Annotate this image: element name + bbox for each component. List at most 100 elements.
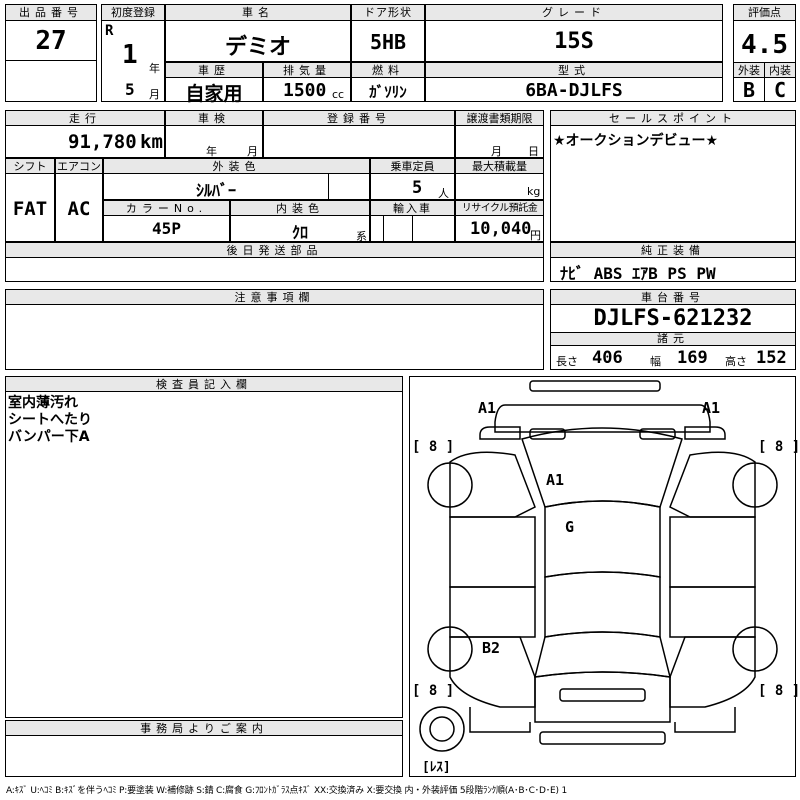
grade-label: グレード [425,4,723,21]
sales-point-value: ★オークションデビュー★ [553,133,719,149]
office-label: 事務局よりご案内 [5,720,403,736]
chassis-value: DJLFS-621232 [593,306,753,331]
car-diagram: A1 A1 A1 G B2 [ 8 ] [ 8 ] [ 8 ] [ 8 ] [ﾚ… [409,376,800,777]
inspection-month-unit: 月 [247,145,258,158]
damage-mark: A1 [702,399,721,417]
inspection-year-unit: 年 [206,145,217,158]
displacement-label: 排気量 [263,62,351,78]
fuel-cell [351,77,425,102]
displacement-value: 1500 [283,80,327,101]
capacity-label: 乗車定員 [370,158,455,174]
spare-tire: [ﾚｽ] [422,760,451,775]
score-int-cell [764,77,796,102]
history-cell [165,77,263,102]
color-no-label: カラーNo. [103,200,230,216]
capacity-cell [370,173,455,200]
displacement-unit: cc [332,88,345,101]
transfer-day-unit: 日 [528,145,539,158]
dimensions-height-label: 高さ [725,355,747,368]
first-reg-era: R [105,23,114,39]
sales-point-cell [550,125,796,242]
interior-color-value: ｸﾛ [291,223,308,242]
dimensions-length: 406 [592,348,623,368]
first-reg-label: 初度登録 [101,4,165,21]
lot-divider [5,60,97,61]
max-load-label: 最大積載量 [455,158,544,174]
dimensions-label: 諸元 [550,332,796,346]
notes-cell [5,304,544,370]
notes-label: 注意事項欄 [5,289,544,305]
equipment-value: ﾅﾋﾞ ABS ｴｱB PS PW [560,264,716,283]
interior-color-unit: 系 [356,230,367,243]
office-cell [5,735,403,777]
sales-point-label: セールスポイント [550,110,796,126]
inspector-line: 室内薄汚れ [8,395,78,411]
fuel-label: 燃料 [351,62,425,78]
door-value: 5HB [369,30,407,54]
chassis-label: 車台番号 [550,289,796,305]
equipment-cell [550,257,796,282]
import-cell-a [370,215,384,242]
shift-cell [5,173,55,242]
inspector-cell [5,391,403,718]
import-label: 輸入車 [370,200,455,216]
recycle-value: 10,040 [470,219,532,239]
score-int-label: 内装 [764,62,796,78]
model-cell [425,77,723,102]
equipment-label: 純正装備 [550,242,796,258]
interior-color-label: 内装色 [230,200,370,216]
dimensions-height: 152 [756,348,787,368]
car-name-value: デミオ [224,35,291,60]
model-value: 6BA-DJLFS [525,80,623,101]
color-no-cell [103,215,230,242]
score-ext-label: 外装 [733,62,765,78]
recycle-label: リサイクル預託金 [455,200,544,216]
mileage-value: 91,780 [68,131,137,153]
score-int-value: C [773,78,787,102]
transfer-label: 譲渡書類期限 [455,110,544,126]
transfer-cell [455,125,544,158]
transfer-month-unit: 月 [491,145,502,158]
capacity-unit: 人 [438,187,449,200]
dimensions-length-label: 長さ [556,355,578,368]
interior-color-cell [230,215,370,242]
model-label: 型式 [425,62,723,78]
dimensions-width: 169 [677,348,708,368]
legend: A:ｷｽﾞ U:ﾍｺﾐ B:ｷｽﾞを伴うﾍｺﾐ P:要塗装 W:補修跡 S:錆 … [6,786,567,796]
grade-value: 15S [554,29,594,54]
score-label: 評価点 [733,4,796,21]
exterior-color-label: 外装色 [103,158,370,174]
later-parts-label: 後日発送部品 [5,242,544,258]
max-load-unit: kg [527,185,541,198]
shift-label: シフト [5,158,55,174]
tire-tread: [ 8 ] [758,683,800,699]
aircon-value: AC [67,198,91,220]
aircon-label: エアコン [55,158,103,174]
capacity-value: 5 [412,178,423,198]
mileage-label: 走行 [5,110,165,126]
registration-label: 登録番号 [263,110,455,126]
import-cell-c [412,215,455,242]
exterior-color-value: ｼﾙﾊﾞｰ [195,181,236,200]
inspector-line: シートへたり [8,412,92,428]
tire-tread: [ 8 ] [412,439,455,455]
lot-label: 出品番号 [5,4,97,21]
damage-mark: G [565,518,575,536]
first-reg-year: 1 [122,40,138,70]
first-reg-month: 5 [125,80,135,99]
recycle-unit: 円 [530,229,541,242]
damage-mark: B2 [482,639,501,657]
dimensions-width-label: 幅 [650,355,661,368]
tire-tread: [ 8 ] [758,439,800,455]
tire-tread: [ 8 ] [412,683,455,699]
shift-value: FAT [12,198,48,220]
registration-cell [263,125,455,158]
lot-number: 27 [35,26,67,56]
inspector-line: バンパー下A [8,429,90,445]
history-label: 車歴 [165,62,263,78]
car-outline-svg [419,380,778,752]
recycle-cell [455,215,544,242]
mileage-unit: km [140,131,163,153]
inspector-label: 検査員記入欄 [5,376,403,392]
score-value: 4.5 [741,30,788,60]
